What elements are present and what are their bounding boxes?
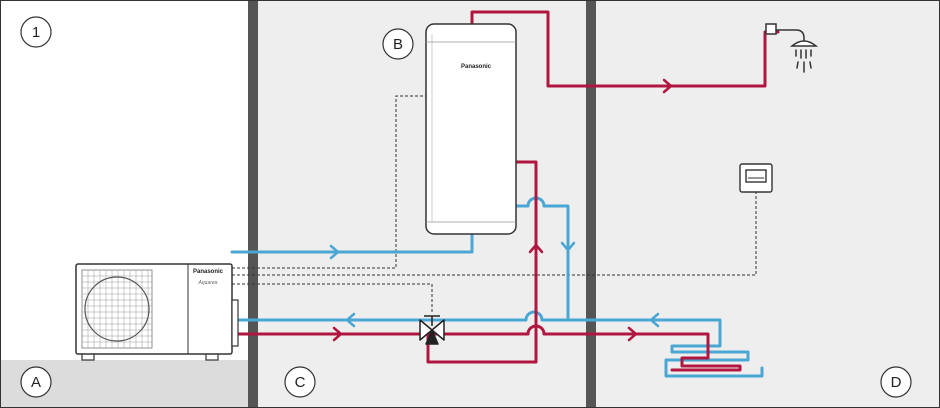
svg-text:D: D [891, 374, 902, 391]
unit-brand: Panasonic [193, 269, 224, 275]
outer-wall [248, 0, 258, 408]
fan-grille [81, 269, 153, 349]
room-controller-icon [739, 163, 773, 193]
zone-badge-1: 1 [20, 16, 52, 48]
arrow-flow-floor [627, 326, 638, 342]
return-pipe-upper [230, 232, 474, 254]
svg-text:B: B [393, 36, 403, 53]
shower-head-icon [765, 23, 819, 73]
zone-badge-d: D [880, 366, 912, 398]
svg-text:A: A [31, 374, 41, 391]
svg-text:1: 1 [32, 24, 40, 41]
inner-wall [586, 0, 596, 408]
valve-control-wire [232, 283, 433, 314]
hot-water-cylinder-icon: Panasonic [425, 23, 517, 235]
flow-main-pipe [230, 324, 742, 372]
zone-badge-b: B [382, 28, 414, 60]
zone-badge-a: A [20, 366, 52, 398]
arrow-return-left [345, 312, 356, 328]
zone-badge-c: C [284, 366, 316, 398]
fan-icon [84, 276, 150, 342]
unit-sub: Aquarea [198, 280, 218, 286]
return-main-pipe [230, 310, 764, 378]
arrow-up-coil [528, 243, 544, 254]
tank-brand: Panasonic [461, 64, 492, 70]
svg-text:C: C [295, 374, 306, 391]
flow-arrows [329, 78, 673, 342]
three-way-valve-icon [419, 315, 445, 345]
arrow-flow-right [332, 326, 343, 342]
arrow-return-upper [329, 244, 340, 260]
arrow-return-floor [649, 312, 660, 328]
indoor-background-d [596, 0, 940, 408]
dhw-hot-pipe [470, 10, 780, 88]
indoor-background-c [258, 0, 586, 408]
outdoor-heat-pump-icon: Panasonic Aquarea [75, 263, 239, 361]
arrow-dhw [662, 78, 673, 94]
arrow-down-coil [560, 241, 576, 252]
